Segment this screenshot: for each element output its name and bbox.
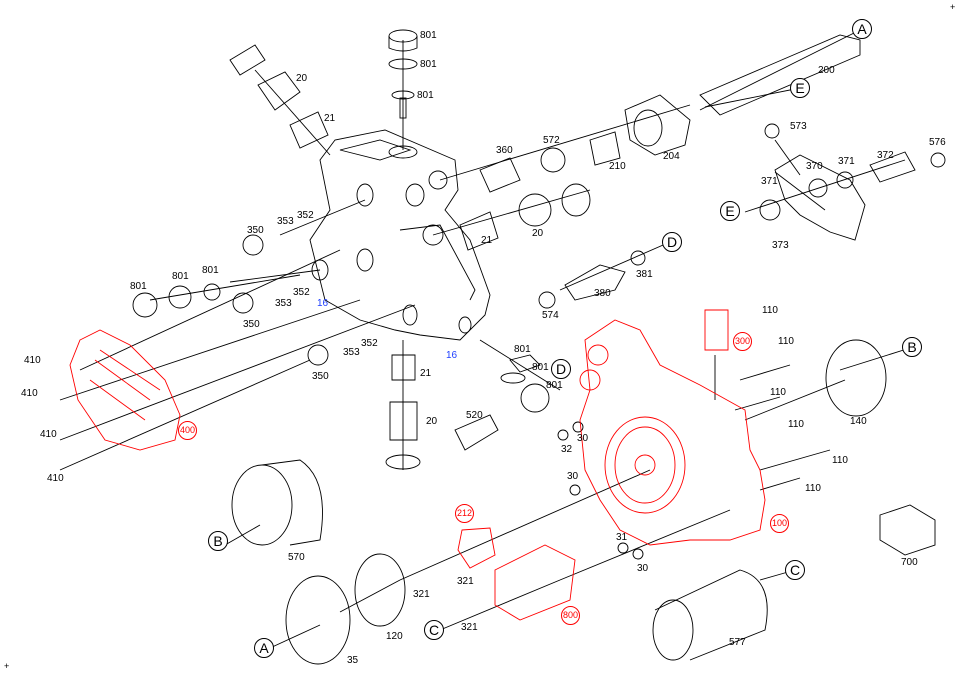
part-label-210[interactable]: 210 <box>609 161 626 172</box>
reference-marker-d[interactable]: D <box>662 232 682 252</box>
part-label-360[interactable]: 360 <box>496 145 513 156</box>
pump-head-housing <box>309 129 491 341</box>
reference-marker-c[interactable]: C <box>424 620 444 640</box>
reference-marker-b[interactable]: B <box>902 337 922 357</box>
part-label-321[interactable]: 321 <box>457 576 474 587</box>
reference-marker-b[interactable]: B <box>208 531 228 551</box>
part-label-700[interactable]: 700 <box>901 557 918 568</box>
part-label-373[interactable]: 373 <box>772 240 789 251</box>
part-label-110[interactable]: 110 <box>788 419 804 430</box>
part-label-801[interactable]: 801 <box>130 281 147 292</box>
part-label-410[interactable]: 410 <box>21 388 38 399</box>
part-label-321[interactable]: 321 <box>461 622 478 633</box>
part-label-120[interactable]: 120 <box>386 631 403 642</box>
part-label-110[interactable]: 110 <box>832 455 848 466</box>
part-label-371[interactable]: 371 <box>761 176 778 187</box>
part-label-16[interactable]: 16 <box>446 350 458 361</box>
part-label-140[interactable]: 140 <box>850 416 867 427</box>
part-label-801[interactable]: 801 <box>202 265 219 276</box>
registration-mark: + <box>4 661 10 671</box>
part-label-110[interactable]: 110 <box>805 483 821 494</box>
part-label-110[interactable]: 110 <box>778 336 794 347</box>
part-label-801[interactable]: 801 <box>172 271 189 282</box>
part-label-400[interactable]: 400 <box>178 421 197 440</box>
part-label-21[interactable]: 21 <box>420 368 432 379</box>
part-label-576[interactable]: 576 <box>929 137 946 148</box>
part-label-100[interactable]: 100 <box>770 514 789 533</box>
reference-marker-e[interactable]: E <box>720 201 740 221</box>
reference-marker-e[interactable]: E <box>790 78 810 98</box>
part-label-110[interactable]: 110 <box>770 387 786 398</box>
part-label-801[interactable]: 801 <box>417 90 434 101</box>
reference-marker-a[interactable]: A <box>254 638 274 658</box>
components <box>132 29 946 665</box>
part-label-352[interactable]: 352 <box>297 210 314 221</box>
reference-marker-c[interactable]: C <box>785 560 805 580</box>
part-label-353[interactable]: 353 <box>277 216 294 227</box>
part-label-30[interactable]: 30 <box>577 433 589 444</box>
part-label-200[interactable]: 200 <box>818 65 835 76</box>
highlighted-components <box>69 309 766 621</box>
part-label-212[interactable]: 212 <box>455 504 474 523</box>
part-label-520[interactable]: 520 <box>466 410 483 421</box>
part-label-801[interactable]: 801 <box>420 30 437 41</box>
part-label-16[interactable]: 16 <box>317 298 329 309</box>
part-label-410[interactable]: 410 <box>40 429 57 440</box>
part-label-30[interactable]: 30 <box>567 471 579 482</box>
part-label-300[interactable]: 300 <box>733 332 752 351</box>
part-label-380[interactable]: 380 <box>594 288 611 299</box>
part-label-372[interactable]: 372 <box>877 150 894 161</box>
part-label-370[interactable]: 370 <box>806 161 823 172</box>
part-label-410[interactable]: 410 <box>24 355 41 366</box>
part-label-31[interactable]: 31 <box>616 532 628 543</box>
reference-marker-d[interactable]: D <box>551 359 571 379</box>
part-label-352[interactable]: 352 <box>293 287 310 298</box>
part-label-21[interactable]: 21 <box>324 113 336 124</box>
part-label-350[interactable]: 350 <box>312 371 329 382</box>
reference-marker-a[interactable]: A <box>852 19 872 39</box>
part-label-350[interactable]: 350 <box>243 319 260 330</box>
part-label-21[interactable]: 21 <box>481 235 493 246</box>
part-label-20[interactable]: 20 <box>296 73 308 84</box>
part-label-20[interactable]: 20 <box>426 416 438 427</box>
part-label-371[interactable]: 371 <box>838 156 855 167</box>
part-label-321[interactable]: 321 <box>413 589 430 600</box>
part-label-410[interactable]: 410 <box>47 473 64 484</box>
part-label-350[interactable]: 350 <box>247 225 264 236</box>
part-label-573[interactable]: 573 <box>790 121 807 132</box>
part-label-801[interactable]: 801 <box>546 380 563 391</box>
part-label-35[interactable]: 35 <box>347 655 359 666</box>
part-label-800[interactable]: 800 <box>561 606 580 625</box>
part-label-32[interactable]: 32 <box>561 444 573 455</box>
part-label-110[interactable]: 110 <box>762 305 778 316</box>
part-label-801[interactable]: 801 <box>514 344 531 355</box>
part-label-577[interactable]: 577 <box>729 637 746 648</box>
part-label-352[interactable]: 352 <box>361 338 378 349</box>
part-label-801[interactable]: 801 <box>420 59 437 70</box>
part-label-353[interactable]: 353 <box>343 347 360 358</box>
part-label-381[interactable]: 381 <box>636 269 653 280</box>
part-label-20[interactable]: 20 <box>532 228 544 239</box>
part-label-353[interactable]: 353 <box>275 298 292 309</box>
part-label-570[interactable]: 570 <box>288 552 305 563</box>
part-label-30[interactable]: 30 <box>637 563 649 574</box>
part-label-801[interactable]: 801 <box>532 362 549 373</box>
part-label-204[interactable]: 204 <box>663 151 680 162</box>
registration-mark: + <box>950 2 956 12</box>
part-label-574[interactable]: 574 <box>542 310 559 321</box>
part-label-572[interactable]: 572 <box>543 135 560 146</box>
